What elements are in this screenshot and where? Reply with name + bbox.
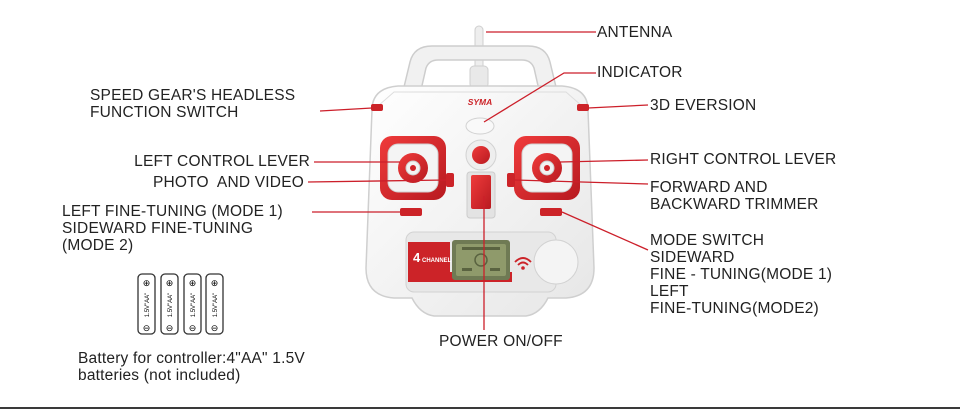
eversion-label: 3D EVERSION [650,97,757,114]
plus-icon: ⊕ [166,278,174,288]
mode-switch-leader [561,211,649,251]
channel-number: 4 [413,250,421,265]
right-control-lever[interactable] [514,136,580,200]
minus-icon: ⊖ [211,323,219,333]
plus-icon: ⊕ [143,278,151,288]
lcd-screen [452,240,510,280]
battery-cover-dial [533,239,579,285]
battery-voltage: 1.5V"AA" [145,293,151,318]
forward-backward-leader [514,179,649,185]
power-slider[interactable] [466,171,496,219]
mode-switch-label: MODE SWITCH SIDEWARD FINE - TUNING(MODE … [650,232,833,317]
minus-icon: ⊖ [189,323,197,333]
aa-batteries: ⊕ 1.5V"AA" ⊖ ⊕ 1.5V"AA" ⊖ ⊕ 1.5V"AA" ⊖ ⊕… [137,273,224,335]
aa-battery-icon: ⊕ 1.5V"AA" ⊖ [205,273,224,335]
photo-video-button[interactable] [446,173,454,187]
minus-icon: ⊖ [143,323,151,333]
plus-icon: ⊕ [211,278,219,288]
indicator-leader [483,72,596,123]
indicator-label: INDICATOR [597,64,683,81]
antenna-label: ANTENNA [597,24,673,41]
headless-switch[interactable] [371,104,383,111]
photo-video-leader [307,179,447,183]
photo-video-label: PHOTO AND VIDEO [152,174,304,191]
wifi-signal-icon [514,257,532,270]
headless-switch-label: SPEED GEAR'S HEADLESS FUNCTION SWITCH [90,87,296,121]
bottom-divider [0,407,960,409]
forward-backward-trimmer[interactable] [507,173,515,187]
indicator-light [465,117,495,135]
headless-leader [319,107,373,112]
minus-icon: ⊖ [166,323,174,333]
eversion-leader [587,104,649,109]
eversion-switch[interactable] [577,104,589,111]
right-lever-leader [559,159,649,163]
battery-voltage: 1.5V"AA" [168,293,174,318]
leader-lines [307,31,649,330]
left-control-lever[interactable] [380,136,446,200]
left-fine-tuning-trimmer[interactable] [400,208,422,216]
power-button[interactable] [465,139,497,171]
plus-icon: ⊕ [189,278,197,288]
battery-voltage: 1.5V"AA" [191,293,197,318]
channel-word: CHANNEL [422,258,452,264]
mode-switch-trimmer[interactable] [540,208,562,216]
right-control-lever-label: RIGHT CONTROL LEVER [650,151,837,168]
left-fine-tuning-label: LEFT FINE-TUNING (MODE 1) SIDEWARD FINE-… [62,203,283,254]
aa-battery-icon: ⊕ 1.5V"AA" ⊖ [183,273,202,335]
power-label: POWER ON/OFF [439,333,563,350]
forward-backward-label: FORWARD AND BACKWARD TRIMMER [650,179,819,213]
aa-battery-icon: ⊕ 1.5V"AA" ⊖ [160,273,179,335]
syma-logo: SYMA [468,97,493,107]
battery-note: Battery for controller:4"AA" 1.5V batter… [78,350,305,384]
left-control-lever-label: LEFT CONTROL LEVER [134,153,310,170]
aa-battery-icon: ⊕ 1.5V"AA" ⊖ [137,273,156,335]
battery-voltage: 1.5V"AA" [213,293,219,318]
antenna [469,25,489,89]
